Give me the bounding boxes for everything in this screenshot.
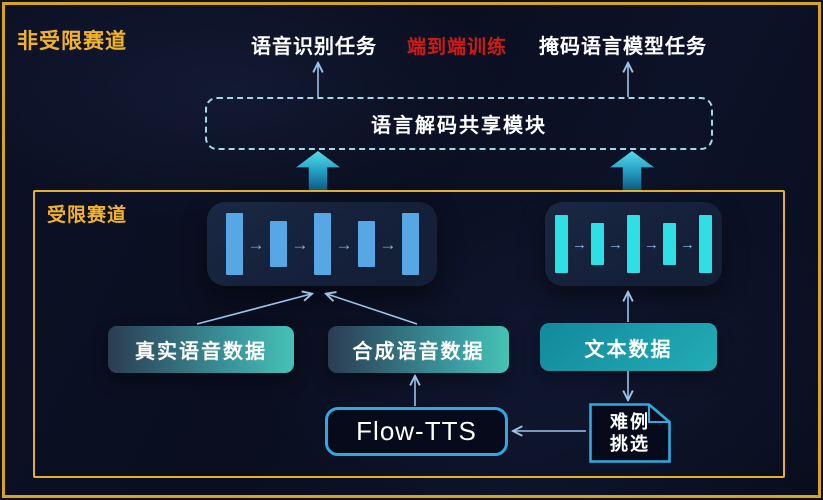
bar-arrow-icon: → xyxy=(291,234,309,254)
feature-bar xyxy=(591,223,604,265)
hard-example-selection-box: 难例 挑选 xyxy=(588,402,672,464)
real-speech-data-box: 真实语音数据 xyxy=(108,326,294,373)
restricted-track-box xyxy=(33,190,785,478)
flow-tts-label: Flow-TTS xyxy=(356,416,477,446)
text-encoder-module: → → → → xyxy=(545,202,722,286)
task-e2e-training-label: 端到端训练 xyxy=(407,37,508,58)
text-data-label: 文本数据 xyxy=(584,338,673,361)
feature-bar xyxy=(627,215,640,273)
bar-arrow-icon: → xyxy=(608,235,623,253)
real-speech-data-label: 真实语音数据 xyxy=(135,341,267,363)
big-up-arrow-icon xyxy=(296,151,340,190)
shared-decoder-module-label: 语言解码共享模块 xyxy=(371,115,547,137)
task-asr-label: 语音识别任务 xyxy=(251,36,377,58)
feature-bar xyxy=(401,213,419,275)
bar-arrow-icon: → xyxy=(572,235,587,253)
speech-encoder-module: → → → → xyxy=(207,202,437,286)
feature-bar xyxy=(225,213,243,275)
bar-arrow-icon: → xyxy=(335,234,353,254)
bar-arrow-icon: → xyxy=(379,234,397,254)
feature-bar xyxy=(313,213,331,275)
flow-tts-box: Flow-TTS xyxy=(325,407,508,456)
synth-speech-data-box: 合成语音数据 xyxy=(328,326,509,373)
bar-arrow-icon: → xyxy=(247,234,265,254)
bar-arrow-icon: → xyxy=(644,235,659,253)
unrestricted-track-label: 非受限赛道 xyxy=(17,30,127,53)
shared-decoder-module-box: 语言解码共享模块 xyxy=(205,97,713,150)
bar-arrow-icon: → xyxy=(680,235,695,253)
feature-bar xyxy=(699,215,712,273)
feature-bar xyxy=(269,221,287,267)
restricted-track-label: 受限赛道 xyxy=(47,205,128,226)
feature-bar xyxy=(555,215,568,273)
task-masked-lm-label: 掩码语言模型任务 xyxy=(539,36,707,58)
feature-bar xyxy=(357,221,375,267)
big-up-arrow-icon xyxy=(610,151,654,190)
hard-example-label: 难例 挑选 xyxy=(610,411,650,455)
document-icon xyxy=(589,403,671,463)
synth-speech-data-label: 合成语音数据 xyxy=(352,341,485,363)
feature-bar xyxy=(663,223,676,265)
text-data-box: 文本数据 xyxy=(540,323,717,371)
